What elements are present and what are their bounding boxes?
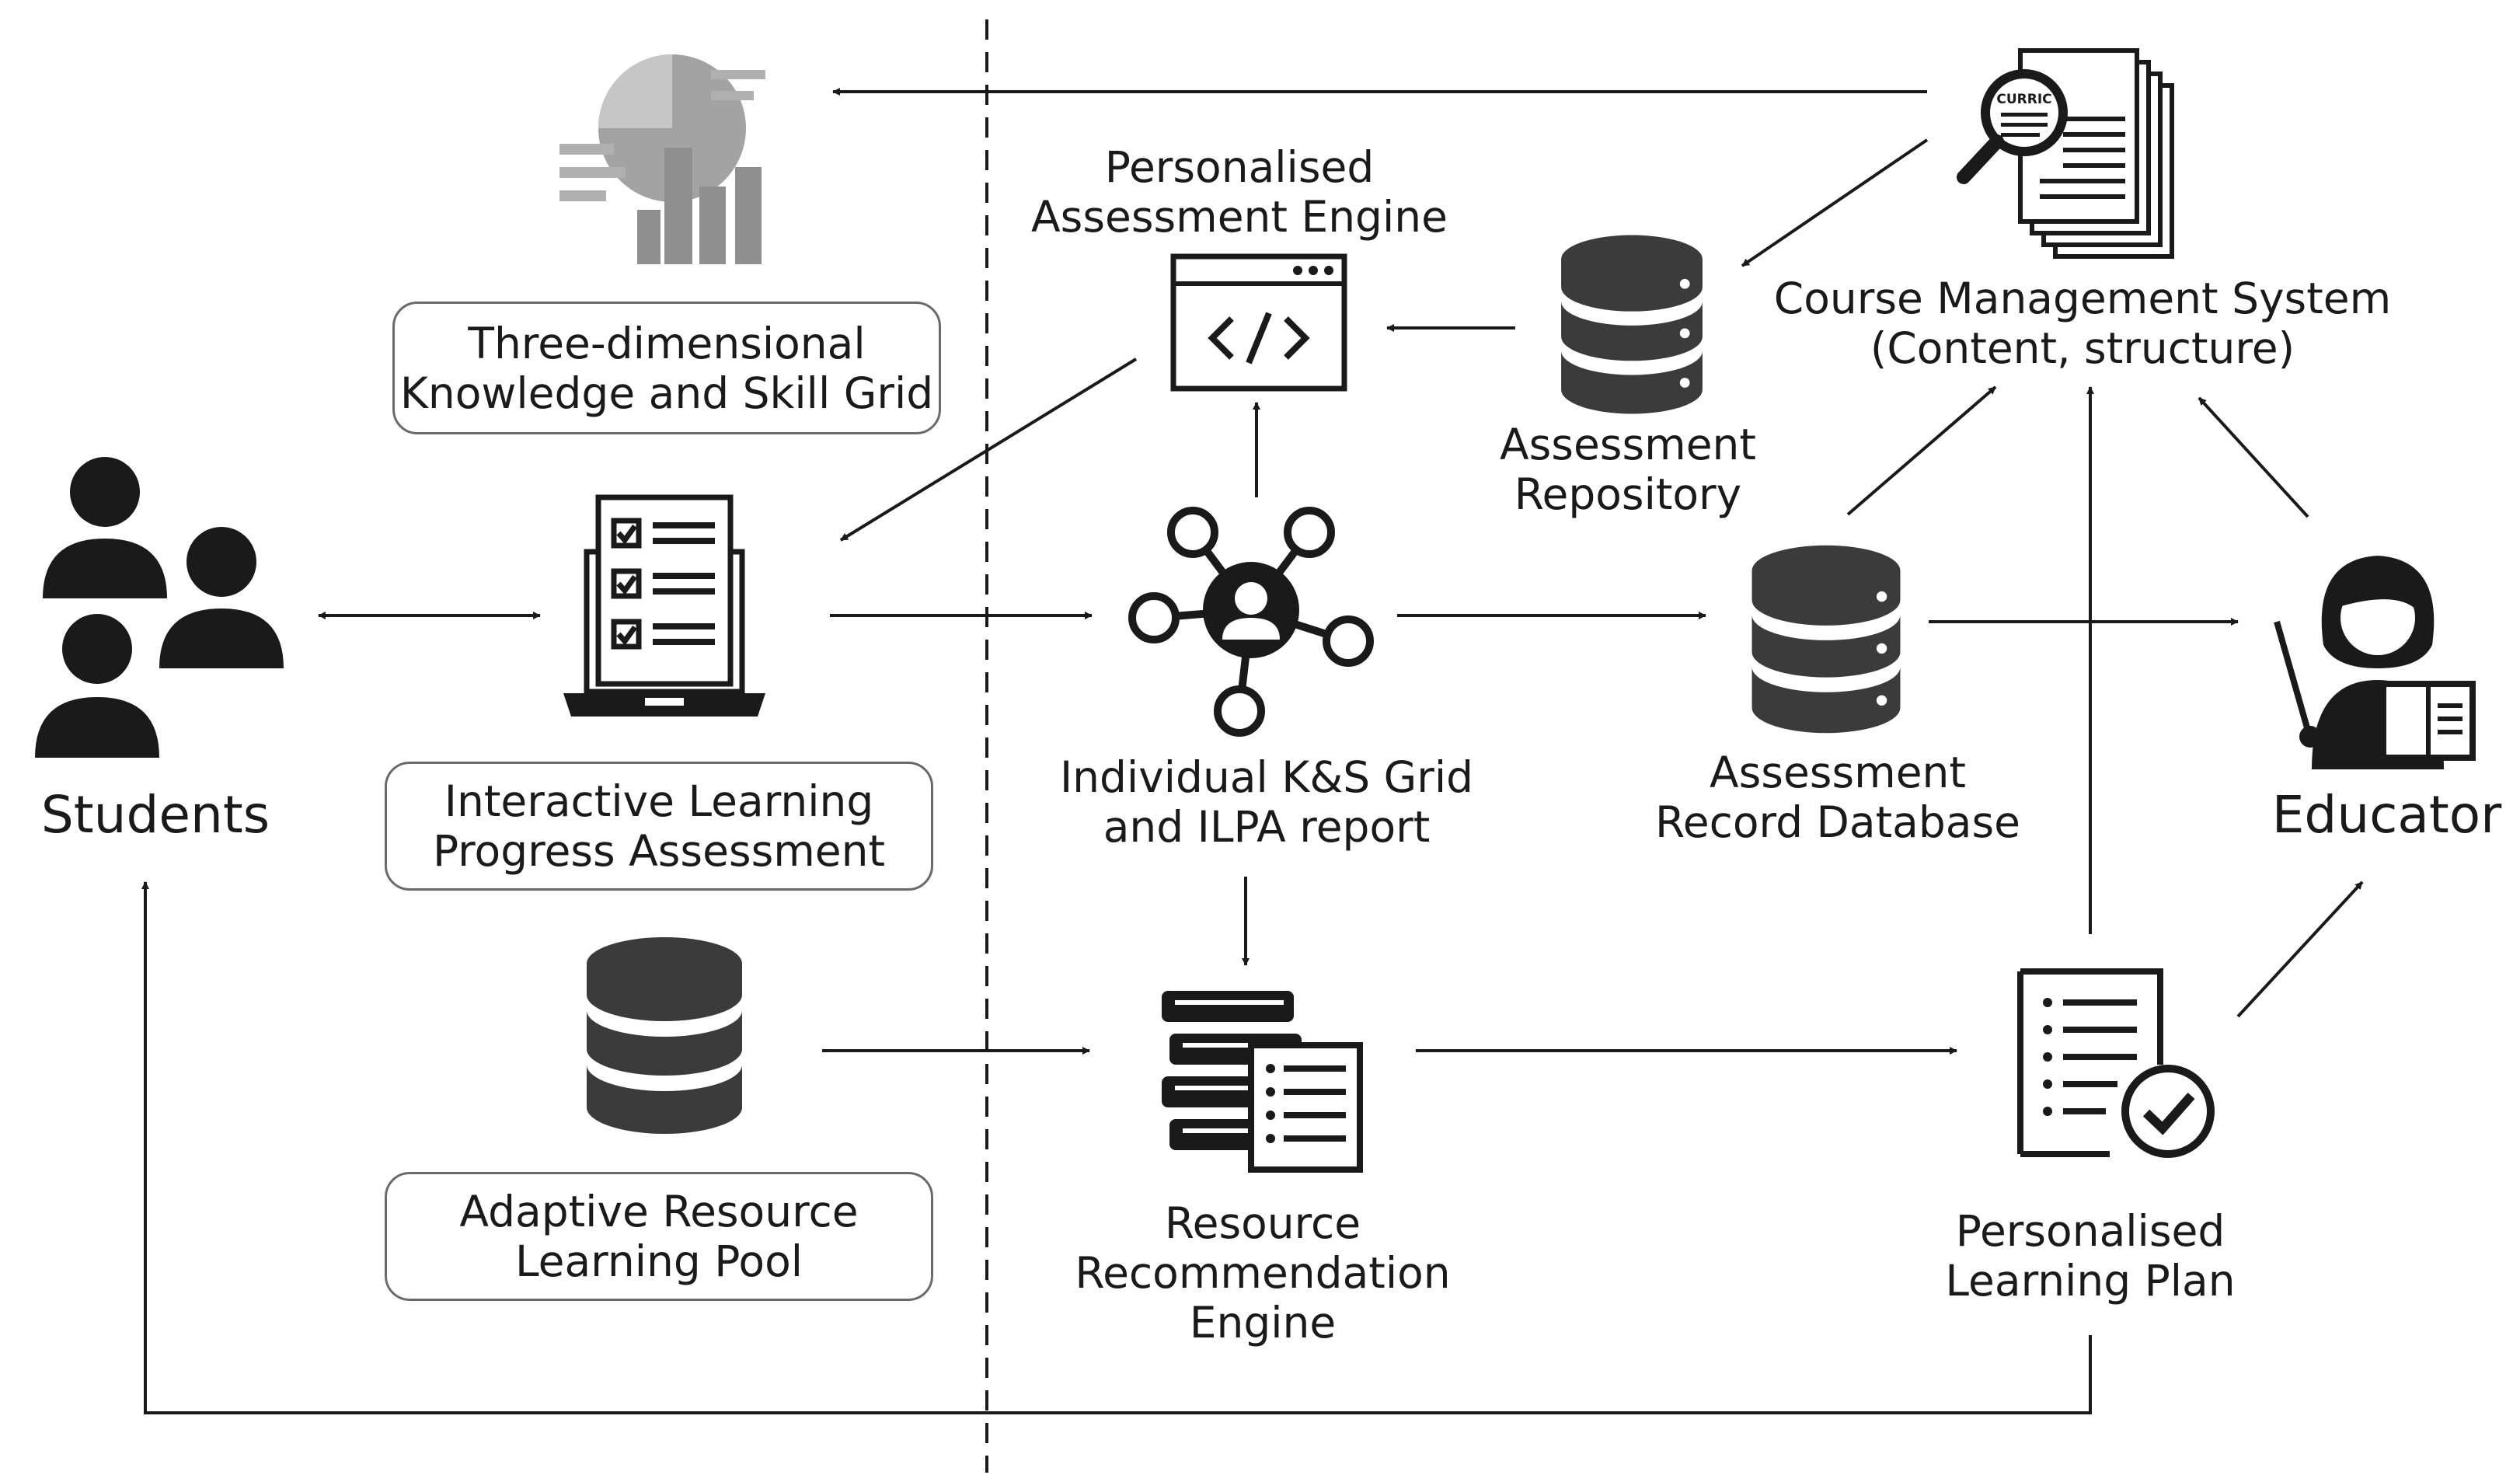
students-label: Students — [40, 785, 270, 845]
database-icon — [1561, 235, 1703, 414]
arrow-plan-to-students — [141, 881, 2092, 1414]
assessment-record-database-label: Assessment Record Database — [1655, 748, 2020, 847]
educator-teacher-icon — [2274, 556, 2476, 769]
laptop-checklist-icon — [563, 494, 765, 717]
three-dimensional-grid-box: Three-dimensional Knowledge and Skill Gr… — [392, 302, 941, 434]
educator-label: Educator — [2271, 785, 2502, 845]
person-network-icon — [1128, 507, 1374, 737]
curriculum-documents-magnifier-icon: CURRIC — [1957, 48, 2174, 259]
books-list-icon — [1162, 991, 1363, 1173]
students-group-icon — [35, 457, 284, 758]
pie-bar-chart-icon — [559, 54, 765, 264]
database-icon — [587, 937, 742, 1134]
interactive-learning-progress-assessment-box: Interactive Learning Progress Assessment — [385, 762, 933, 891]
individual-grid-report-label: Individual K&S Grid and ILPA report — [1059, 752, 1474, 852]
arrow-educator-to-cms — [2198, 396, 2309, 518]
code-window-icon — [1170, 253, 1347, 392]
arrow-recorddb-to-cms — [1846, 385, 1997, 516]
adaptive-resource-learning-pool-box: Adaptive Resource Learning Pool — [385, 1172, 933, 1301]
curriculum-tag-text: CURRIC — [1996, 92, 2051, 107]
personalised-learning-plan-label: Personalised Learning Plan — [1945, 1206, 2236, 1306]
arrow-pae-to-laptop — [839, 357, 1138, 542]
arrow-cms-to-repository — [1741, 138, 1929, 267]
assessment-repository-label: Assessment Repository — [1500, 420, 1756, 519]
arrow-plan-to-educator — [2236, 880, 2364, 1018]
personalised-assessment-engine-label: Personalised Assessment Engine — [1031, 142, 1448, 242]
resource-recommendation-engine-label: Resource Recommendation Engine — [1075, 1198, 1451, 1348]
database-icon — [1751, 545, 1901, 734]
plan-checklist-icon — [2017, 968, 2215, 1158]
course-management-system-label: Course Management System (Content, struc… — [1773, 274, 2392, 373]
